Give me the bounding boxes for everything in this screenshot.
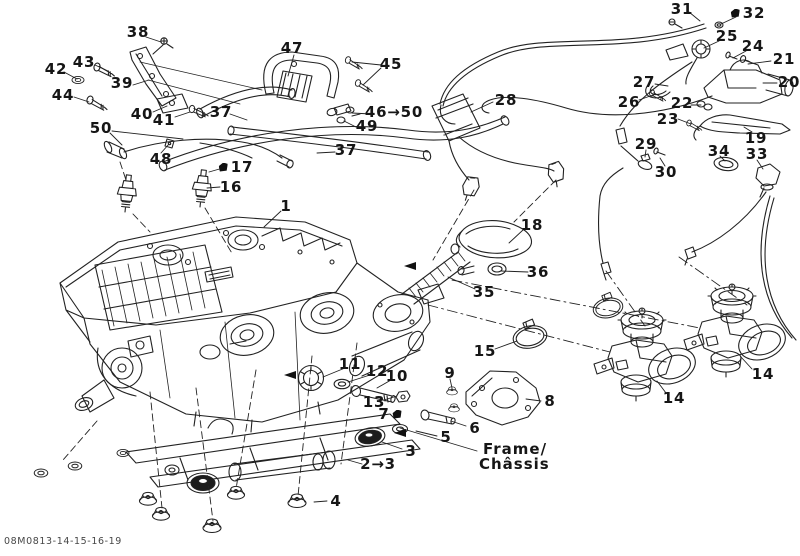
screw-45b <box>353 78 375 94</box>
throttle-lever-assembly <box>645 18 794 198</box>
frame-chassis-line1: Frame/ <box>483 440 548 458</box>
spark-plug-16 <box>190 168 214 209</box>
screw-44 <box>84 94 110 112</box>
cable-elbow-33 <box>755 163 781 187</box>
washer-22 <box>696 100 706 108</box>
spark-plug-cap <box>458 173 483 204</box>
lever-blade-19 <box>693 114 791 141</box>
ignition-coil-28 <box>431 93 555 181</box>
mount-bracket-8 <box>465 370 541 426</box>
screw-41 <box>187 104 210 118</box>
grommet-34 <box>713 156 739 172</box>
cover-guard-18 <box>401 220 532 305</box>
frame-chassis-annotation: Frame/ Châssis <box>479 440 550 472</box>
throttle-cables <box>439 23 797 341</box>
puck-11 <box>297 364 325 392</box>
leader-lines <box>63 11 778 503</box>
frame-chassis-line2: Châssis <box>479 455 550 473</box>
rubber-mount-3 <box>354 427 386 447</box>
bolt-6 <box>420 409 430 421</box>
nut-13 <box>395 390 411 403</box>
hose-clamp-15b <box>589 289 626 322</box>
hose-clamp-15 <box>509 316 550 352</box>
spark-plug-cap <box>546 160 567 189</box>
direction-arrows <box>284 262 416 437</box>
washer-27 <box>645 83 671 99</box>
nut-32 <box>714 21 724 29</box>
nut-48 <box>164 138 175 149</box>
bolt-10 <box>350 384 362 398</box>
spark-plug-16b <box>115 173 139 214</box>
coolant-hoses-37 <box>158 86 510 172</box>
support-handle-47 <box>263 51 340 103</box>
carburetor-14a <box>683 283 791 378</box>
plug-wire-50 <box>103 138 294 169</box>
steering-bracket-39 <box>129 37 263 114</box>
connector-cluster-46-49 <box>326 103 361 124</box>
nut-9b <box>448 403 460 413</box>
engine-support-frame <box>125 413 421 494</box>
washer-12 <box>333 378 351 390</box>
cap-36 <box>487 262 507 276</box>
part-code: 08M0813-14-15-16-19 <box>4 536 122 547</box>
carburetor-14b <box>593 307 701 402</box>
screw-43 <box>92 61 117 78</box>
engine-block <box>59 216 445 433</box>
bottom-fasteners <box>33 448 307 534</box>
projection-lines <box>62 161 748 522</box>
